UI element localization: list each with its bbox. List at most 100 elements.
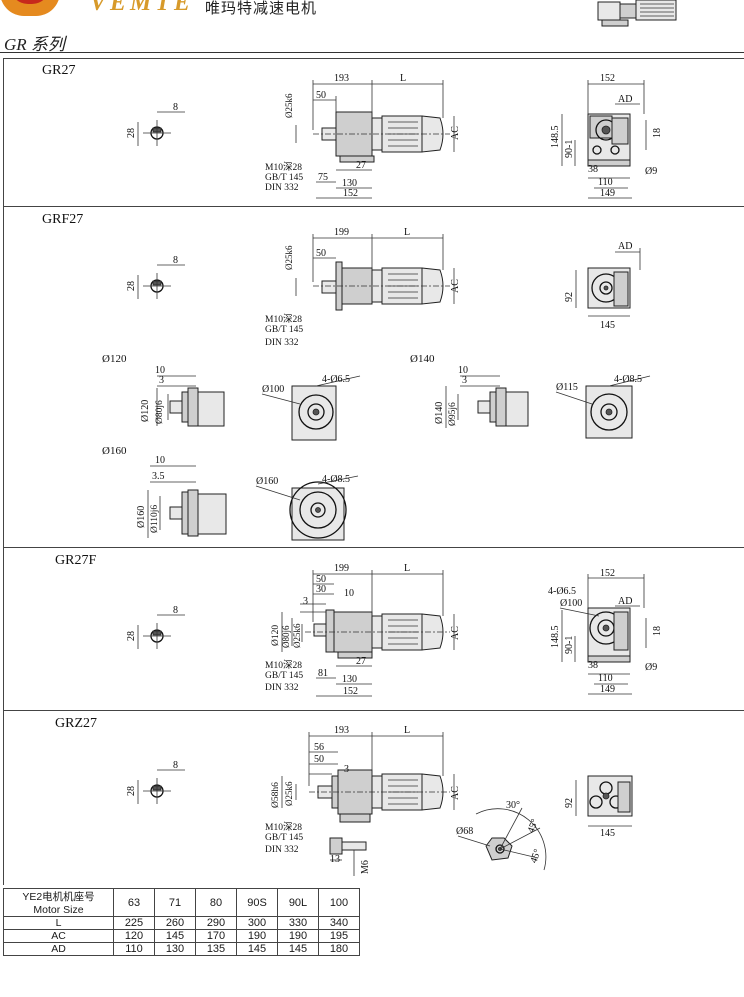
- section-title-gr27: GR27: [42, 63, 76, 78]
- dim-label: 3.5: [152, 471, 165, 482]
- dim-label: Ø120: [271, 625, 281, 646]
- bolt-spec: M10深28: [265, 162, 302, 173]
- dim-label: 193: [334, 73, 349, 84]
- dim-label: Ø58h6: [271, 782, 281, 808]
- dim-label: 130: [342, 674, 357, 685]
- flange-label: Ø140: [410, 353, 435, 365]
- table-cell: 190: [236, 929, 278, 943]
- bolt-spec: M10深28: [265, 660, 302, 671]
- section-divider: [3, 710, 744, 711]
- flange-140-variant: Ø140 10 3 Ø140 Ø95j6 Ø115 4-Ø8.5: [410, 353, 651, 439]
- dim-label: L: [404, 227, 410, 238]
- dim-label: 27: [356, 160, 366, 171]
- dim-label: 28: [126, 281, 137, 291]
- section-divider: [3, 58, 744, 59]
- dim-label: 148.5: [550, 626, 561, 649]
- dim-label: 50: [314, 754, 324, 765]
- angle-label: 45°: [526, 818, 541, 835]
- dim-label: Ø160: [136, 506, 147, 528]
- dim-label: 152: [343, 188, 358, 199]
- dim-label: 28: [126, 786, 137, 796]
- dim-label: 4-Ø6.5: [548, 586, 576, 597]
- brand-logo: [0, 0, 60, 16]
- dim-label: 38: [588, 660, 598, 671]
- dim-label: 10: [155, 455, 165, 466]
- table-cell: 80: [195, 888, 237, 917]
- dim-label: AD: [618, 596, 632, 607]
- section-divider: [3, 206, 744, 207]
- grz27-torque-arm-view: Ø68 30° 45° 45°: [456, 800, 547, 871]
- dim-label: 8: [173, 102, 178, 113]
- flange-label: Ø160: [102, 445, 127, 457]
- dim-label: 50: [316, 248, 326, 259]
- bolt-spec: GB/T 145: [265, 671, 303, 681]
- grf27-side-view: 199 L 50 Ø25k6 AC M10深28 GB/T 145 DIN 33…: [265, 227, 461, 348]
- bolt-spec: M10深28: [265, 822, 302, 833]
- dim-label: 50: [316, 90, 326, 101]
- dim-label: Ø160: [256, 476, 278, 487]
- dim-label: 10: [344, 588, 354, 599]
- technical-drawings: 8 28 193 L 50 Ø25k6 AC 27 75 130 152: [102, 73, 663, 876]
- bolt-spec: DIN 332: [265, 683, 299, 693]
- table-row-label: L: [3, 916, 114, 930]
- dim-label: 193: [334, 725, 349, 736]
- motor-size-table: YE2电机机座号 Motor Size 63 71 80 90S 90L 100…: [3, 888, 380, 956]
- gr27f-shaft-key-view: 8 28: [126, 605, 185, 649]
- grf27-shaft-key-view: 8 28: [126, 255, 185, 299]
- dim-label: 90-1: [564, 140, 575, 158]
- dim-label: 75: [318, 172, 328, 183]
- angle-label: 45°: [528, 848, 543, 865]
- section-title-grf27: GRF27: [42, 212, 84, 227]
- table-cell: 100: [318, 888, 360, 917]
- table-cell: 195: [318, 929, 360, 943]
- dim-label: 81: [318, 668, 328, 679]
- dim-label: Ø9: [645, 662, 657, 673]
- bolt-spec: DIN 332: [265, 183, 299, 193]
- dim-label: 8: [173, 255, 178, 266]
- table-row: AD 110 130 135 145 145 180: [3, 942, 380, 956]
- dim-label: 199: [334, 563, 349, 574]
- table-cell: 340: [318, 916, 360, 930]
- dim-label: 199: [334, 227, 349, 238]
- table-row: AC 120 145 170 190 190 195: [3, 929, 380, 943]
- series-title: GR 系列: [4, 35, 65, 54]
- gr27-shaft-key-view: 8 28: [126, 102, 185, 146]
- page-header: VEMTE 唯玛特减速电机 GR 系列: [0, 0, 744, 60]
- brand-name: VEMTE: [90, 0, 195, 16]
- table-cell: 300: [236, 916, 278, 930]
- dim-label: AC: [450, 786, 461, 800]
- table-cell: 190: [277, 929, 319, 943]
- brand-name-cn: 唯玛特减速电机: [205, 0, 318, 17]
- dim-label: Ø25k6: [284, 781, 294, 806]
- table-cell: 225: [113, 916, 155, 930]
- dim-label: 110: [598, 673, 613, 684]
- dim-label: 145: [600, 320, 615, 331]
- dim-label: 145: [600, 828, 615, 839]
- bolt-spec: DIN 332: [265, 338, 299, 348]
- table-row-label: AC: [3, 929, 114, 943]
- angle-label: 30°: [506, 800, 520, 811]
- grz27-shaft-key-view: 8 28: [126, 760, 185, 804]
- dim-label: 38: [588, 164, 598, 175]
- dim-label: Ø25k6: [284, 245, 294, 270]
- dim-label: 148.5: [550, 126, 561, 149]
- dim-label: Ø25k6: [292, 623, 302, 648]
- table-cell: 145: [277, 942, 319, 956]
- dim-label: L: [400, 73, 406, 84]
- dim-label: Ø9: [645, 166, 657, 177]
- dim-label: 10: [458, 365, 468, 376]
- table-cell: 71: [154, 888, 196, 917]
- dim-label: L: [404, 563, 410, 574]
- dim-label: AC: [450, 279, 461, 293]
- table-cell: 290: [195, 916, 237, 930]
- dim-label: Ø100: [262, 384, 284, 395]
- dim-label: AD: [618, 241, 632, 252]
- dim-label: 27: [356, 656, 366, 667]
- dim-label: 18: [652, 626, 663, 636]
- dim-label: 50: [316, 574, 326, 585]
- table-cell: 330: [277, 916, 319, 930]
- dim-label: Ø110j6: [150, 505, 160, 533]
- table-header-cell: YE2电机机座号 Motor Size: [3, 888, 114, 917]
- gr27f-end-view: 4-Ø6.5 Ø100 152 AD 148.5 90-1 18 38 Ø9 1…: [548, 568, 663, 695]
- grf27-end-view: AD 92 145: [564, 241, 641, 331]
